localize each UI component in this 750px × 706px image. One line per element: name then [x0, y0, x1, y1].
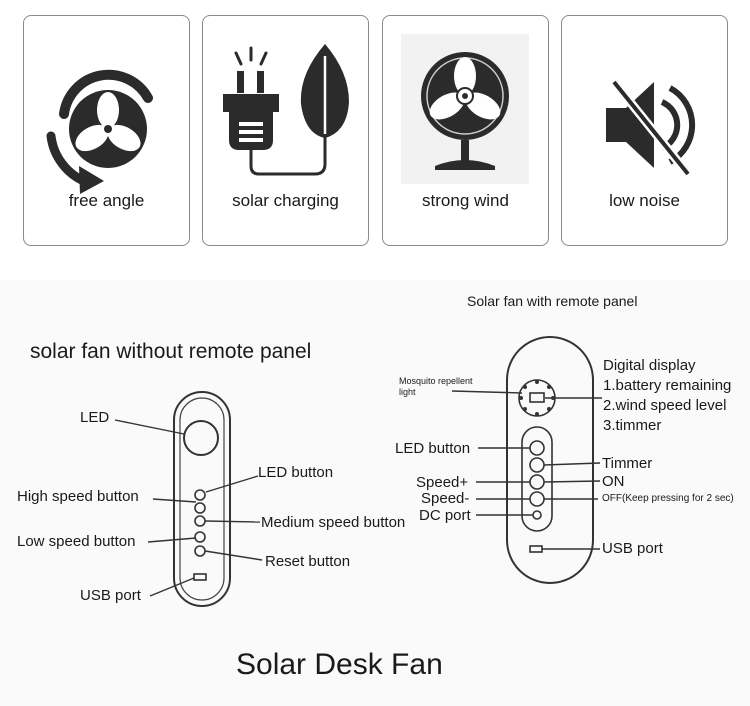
- feature-card-strong-wind: strong wind: [382, 15, 549, 246]
- label-speed-plus: Speed+: [416, 474, 469, 491]
- label-usb-port: USB port: [80, 587, 141, 604]
- right-panel-device: [506, 336, 594, 584]
- label-timmer: Timmer: [602, 455, 653, 472]
- plug-leaf-icon: [223, 44, 349, 176]
- left-leader-lines: [114, 419, 263, 597]
- rotating-fan-icon: [46, 69, 153, 194]
- label-reset-button: Reset button: [265, 553, 351, 570]
- label-mosquito-light-2: light: [399, 387, 416, 397]
- label-on: ON: [602, 473, 625, 490]
- left-panel-title: solar fan without remote panel: [30, 340, 312, 363]
- feature-card-low-noise: low noise: [561, 15, 728, 246]
- feature-label: solar charging: [232, 191, 339, 210]
- label-dc-port: DC port: [419, 507, 471, 524]
- label-right-usb-port: USB port: [602, 540, 663, 557]
- label-led: LED: [80, 409, 110, 426]
- muted-speaker-icon: [606, 79, 696, 177]
- label-display-3: 3.timmer: [603, 417, 662, 434]
- instruction-area: [0, 280, 750, 706]
- label-medium-speed-button: Medium speed button: [261, 514, 406, 531]
- label-digital-display: Digital display: [603, 357, 696, 374]
- desk-fan-icon: [401, 34, 529, 184]
- footer-title: Solar Desk Fan: [236, 648, 443, 681]
- feature-label: strong wind: [422, 191, 509, 210]
- label-display-2: 2.wind speed level: [603, 397, 727, 414]
- feature-label: free angle: [68, 191, 145, 210]
- label-display-1: 1.battery remaining: [603, 377, 732, 394]
- label-high-speed-button: High speed button: [17, 488, 139, 505]
- feature-card-solar-charging: solar charging: [202, 15, 369, 246]
- label-speed-minus: Speed-: [421, 490, 470, 507]
- label-led-button: LED button: [258, 464, 334, 481]
- label-right-led-button: LED button: [395, 440, 471, 457]
- feature-card-free-angle: free angle: [23, 15, 190, 246]
- feature-label: low noise: [609, 191, 680, 210]
- label-off: OFF(Keep pressing for 2 sec): [602, 493, 734, 504]
- right-panel-title: Solar fan with remote panel: [467, 293, 638, 309]
- left-panel-device: [173, 391, 231, 607]
- right-leader-lines: [451, 390, 602, 550]
- label-low-speed-button: Low speed button: [17, 533, 136, 550]
- label-mosquito-light: Mosquito repellent: [399, 376, 473, 386]
